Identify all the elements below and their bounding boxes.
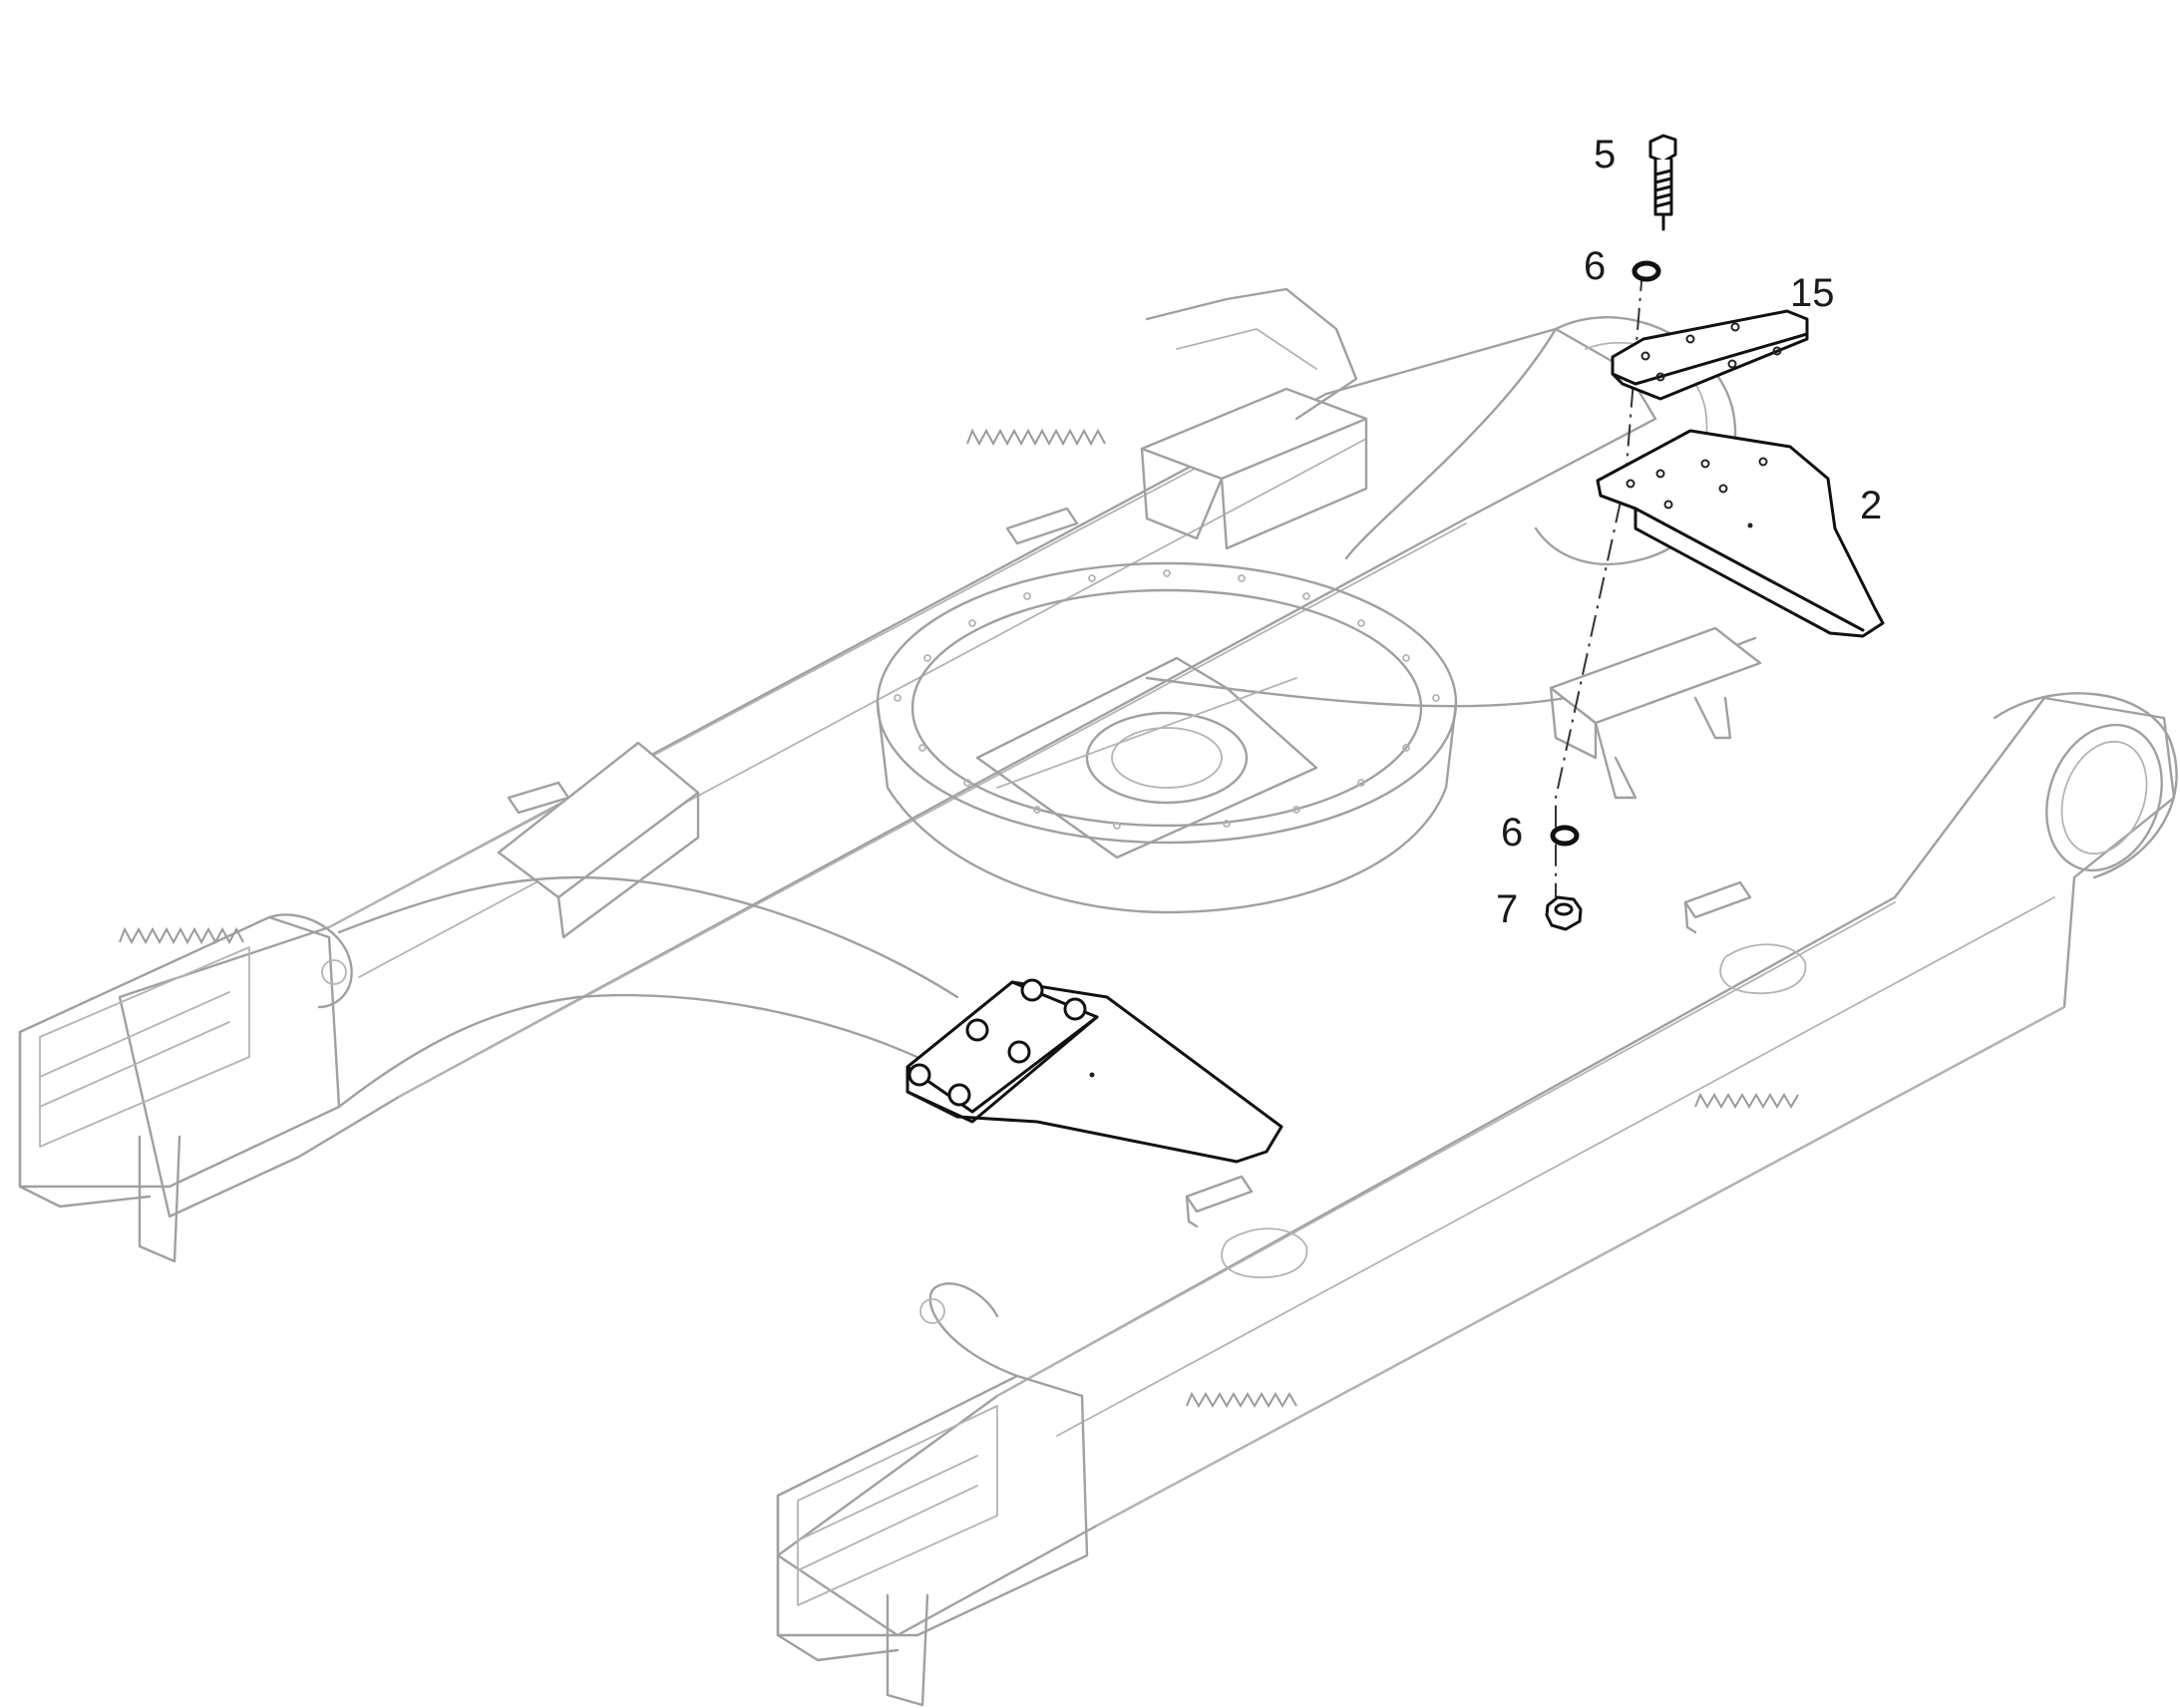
- installed-bracket-assembly: [906, 978, 1283, 1164]
- callout-bracket: 2: [1860, 484, 1882, 527]
- callout-nut: 7: [1496, 887, 1518, 931]
- left-track-frame: [118, 316, 1737, 1218]
- installed-bolt-head: [908, 1063, 931, 1087]
- installed-bolt-head: [1063, 997, 1087, 1021]
- callout-washer-top: 6: [1584, 244, 1606, 288]
- bolt: [1648, 134, 1677, 231]
- slewing-ring: [876, 561, 1458, 914]
- right-track-frame: [776, 626, 2178, 1637]
- nut: [1545, 895, 1583, 931]
- installed-bolt-head: [1020, 978, 1044, 1002]
- rear-upper-bracket: [1145, 287, 1358, 421]
- bracket: [1596, 429, 1885, 638]
- assembly-axis: [1555, 268, 1643, 897]
- ring-bolt-holes: [894, 569, 1440, 830]
- installed-bolt-head: [1007, 1040, 1031, 1064]
- washer-bottom: [1550, 825, 1580, 847]
- undercarriage-frame: [18, 287, 2178, 1707]
- callout-bolt: 5: [1594, 133, 1616, 176]
- callout-washer-bottom: 6: [1501, 811, 1523, 854]
- washer-top: [1632, 260, 1661, 282]
- callout-plate: 15: [1790, 271, 1835, 315]
- installed-bolt-head: [965, 1018, 989, 1042]
- plate: [1611, 309, 1809, 401]
- installed-bolt-head: [947, 1083, 971, 1107]
- right-rear-end: [776, 1282, 1089, 1707]
